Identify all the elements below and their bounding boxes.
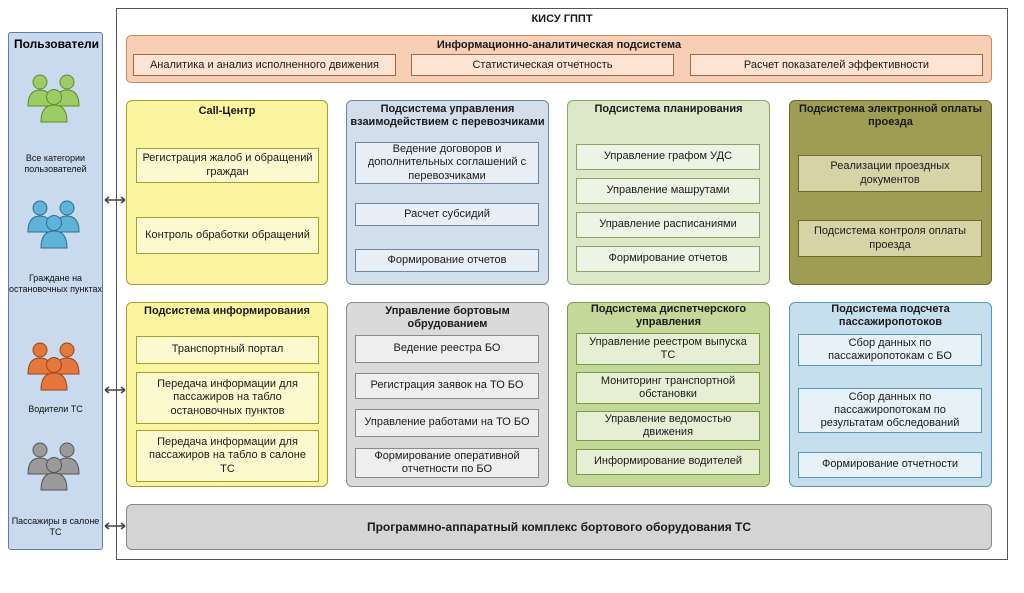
arrow-connector-1 — [104, 196, 126, 204]
users-group-blue-icon — [25, 198, 85, 249]
user-label-drivers: Водители ТС — [28, 404, 83, 414]
onboard-item-1: Ведение реестра БО — [355, 335, 539, 363]
main-title: КИСУ ГППТ — [531, 13, 593, 25]
dispatch-title: Подсистема диспетчерского управления — [590, 303, 747, 329]
passenger-flow-title: Подсистема подсчета пассажиропотоков — [831, 303, 950, 329]
user-label-all: Все категории пользователей — [24, 153, 87, 175]
arrow-connector-2 — [104, 386, 126, 394]
call-center-title: Call-Центр — [198, 105, 256, 117]
informing-item-3: Передача информации для пассажиров на та… — [136, 430, 319, 482]
passenger-flow-item-2: Сбор данных по пассажиропотокам по резул… — [798, 388, 982, 433]
users-group-orange-icon — [25, 340, 85, 391]
users-title: Пользователи — [13, 37, 100, 51]
users-group-gray-icon — [25, 440, 85, 491]
dispatch-item-4: Информирование водителей — [576, 449, 760, 475]
e-payment-item-1: Реализации проездных документов — [798, 155, 982, 192]
arrow-connector-3 — [104, 522, 126, 530]
passenger-flow-item-3: Формирование отчетности — [798, 452, 982, 478]
dispatch-item-1: Управление реестром выпуска ТС — [576, 333, 760, 365]
ia-item-analytics: Аналитика и анализ исполненного движения — [133, 54, 396, 76]
planning-item-4: Формирование отчетов — [576, 246, 760, 272]
ia-item-statistics: Статистическая отчетность — [411, 54, 674, 76]
planning-item-3: Управление расписаниями — [576, 212, 760, 238]
onboard-item-2: Регистрация заявок на ТО БО — [355, 373, 539, 399]
subsystem-call-center — [126, 100, 328, 285]
carriers-item-2: Расчет субсидий — [355, 203, 539, 226]
informing-item-2: Передача информации для пассажиров на та… — [136, 372, 319, 424]
carriers-item-3: Формирование отчетов — [355, 249, 539, 272]
carriers-item-1: Ведение договоров и дополнительных согла… — [355, 142, 539, 184]
planning-item-2: Управление машрутами — [576, 178, 760, 204]
onboard-item-3: Управление работами на ТО БО — [355, 409, 539, 437]
planning-title: Подсистема планирования — [594, 103, 743, 115]
call-center-item-2: Контроль обработки обращений — [136, 217, 319, 254]
onboard-item-4: Формирование оперативной отчетности по Б… — [355, 448, 539, 478]
info-analytics-title: Информационно-аналитическая подсистема — [436, 39, 682, 51]
user-label-citizens: Граждане на остановочных пунктах — [8, 273, 103, 295]
passenger-flow-item-1: Сбор данных по пассажиропотокам с БО — [798, 334, 982, 366]
ia-item-efficiency: Расчет показателей эффективности — [690, 54, 983, 76]
user-label-passengers: Пассажиры в салоне ТС — [11, 516, 100, 538]
call-center-item-1: Регистрация жалоб и обращений граждан — [136, 148, 319, 183]
e-payment-item-2: Подсистема контроля оплаты проезда — [798, 220, 982, 257]
informing-item-1: Транспортный портал — [136, 336, 319, 364]
e-payment-title: Подсистема электронной оплаты проезда — [798, 103, 982, 129]
carriers-title: Подсистема управления взаимодействием с … — [350, 103, 545, 129]
dispatch-item-2: Мониторинг транспортной обстановки — [576, 372, 760, 404]
users-group-green-icon — [25, 72, 85, 123]
planning-item-1: Управление графом УДС — [576, 144, 760, 170]
onboard-hardware-software-complex: Программно-аппаратный комплекс бортового… — [126, 504, 992, 550]
onboard-equipment-title: Управление бортовым обрудованием — [385, 305, 510, 331]
dispatch-item-3: Управление ведомостью движения — [576, 411, 760, 441]
informing-title: Подсистема информирования — [144, 305, 310, 317]
